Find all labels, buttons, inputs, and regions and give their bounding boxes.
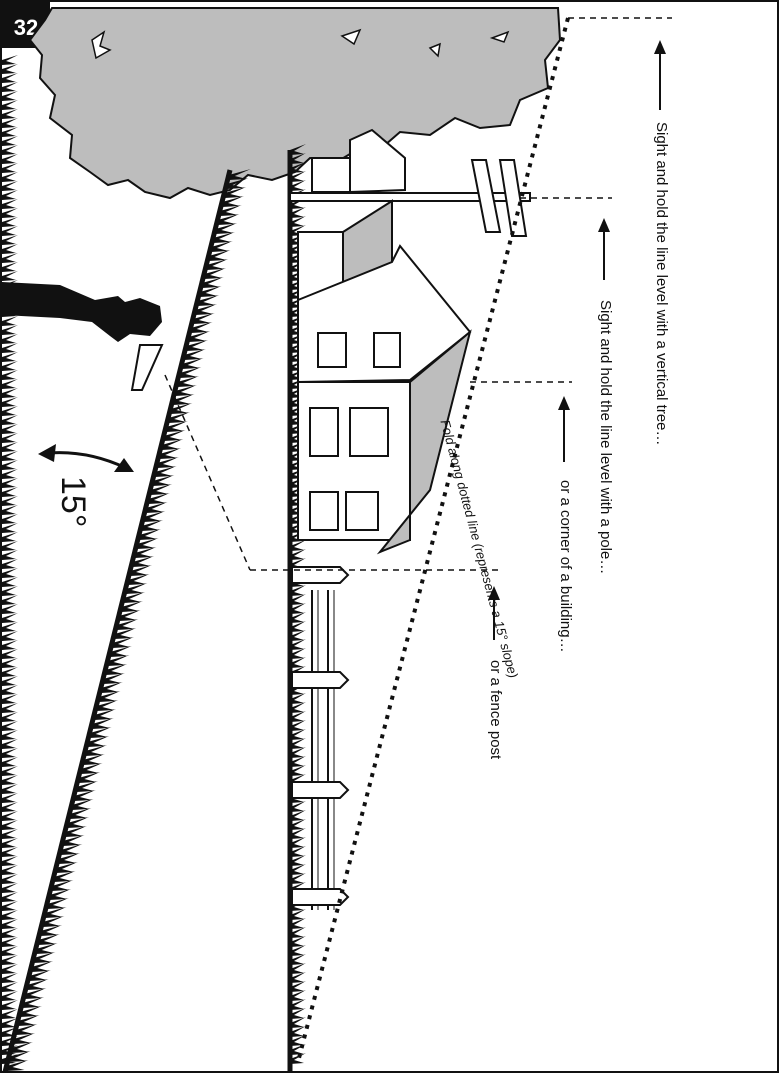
arrow-up-icon (488, 40, 666, 640)
sight-card (130, 344, 164, 391)
instruction-fence: or a fence post (487, 660, 504, 760)
tree-canopy-icon (28, 7, 562, 200)
sloped-ground (2, 55, 251, 1073)
sight-lines (164, 17, 672, 571)
fence-post (291, 781, 350, 799)
instruction-building: or a corner of a building… (557, 480, 574, 653)
ground-line (287, 144, 306, 1072)
house-icon (297, 199, 472, 555)
instruction-pole: Sight and hold the line level with a pol… (597, 300, 614, 575)
fence-icon (291, 566, 350, 910)
double-arrow-icon (38, 444, 134, 472)
shed (311, 128, 406, 194)
instruction-tree: Sight and hold the line level with a ver… (653, 122, 670, 446)
fence-post (291, 888, 350, 906)
fence-post (291, 671, 350, 689)
angle-label: 15° (54, 476, 92, 528)
utility-pole-icon (289, 159, 531, 237)
person-silhouette-icon (2, 282, 164, 391)
fence-post (291, 566, 350, 584)
